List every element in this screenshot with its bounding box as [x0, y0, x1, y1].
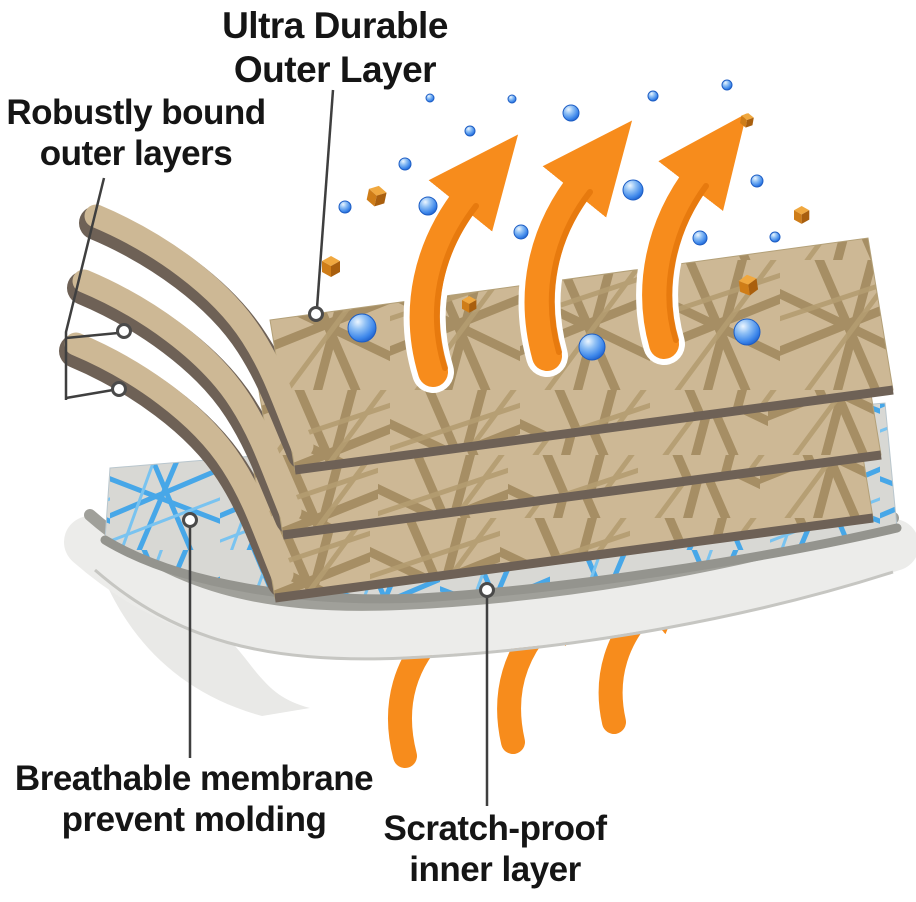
leader-dot-inner [479, 582, 495, 598]
leader-dots [111, 306, 495, 598]
membrane-front-edge [100, 523, 902, 604]
leader-lines [64, 89, 489, 806]
leader-dot-outer [308, 306, 324, 322]
label-inner-layer-line1: Scratch-proof [383, 809, 607, 848]
label-bound-layers-line2: outer layers [39, 134, 233, 174]
inner-layer-band [64, 516, 916, 658]
label-outer-layer-line1: Ultra Durable [222, 5, 448, 46]
label-bound-layers: Robustly bound outer layers [0, 92, 276, 175]
vapour-droplets [338, 79, 781, 361]
label-outer-layer: Ultra Durable Outer Layer [185, 4, 485, 91]
label-membrane: Breathable membrane prevent molding [0, 758, 394, 841]
label-inner-layer-line2: inner layer [409, 850, 581, 890]
leader-outer-layer [315, 89, 335, 309]
leader-bound-bottom [65, 388, 114, 400]
leader-bound-top [65, 331, 119, 340]
top-breathability-arrows [403, 99, 758, 393]
inner-layer-bottom-edge [94, 568, 894, 661]
leader-dot-membrane [182, 512, 198, 528]
label-membrane-line1: Breathable membrane [14, 759, 374, 798]
leader-dot-bound-2 [111, 381, 127, 397]
label-outer-layer-line2: Outer Layer [233, 48, 437, 90]
leader-bound-bracket [64, 177, 106, 400]
label-inner-layer: Scratch-proof inner layer [355, 808, 635, 891]
debris-cubes [322, 113, 810, 313]
leader-dot-bound-1 [116, 323, 132, 339]
label-membrane-line2: prevent molding [61, 800, 327, 840]
label-bound-layers-line1: Robustly bound [6, 93, 266, 132]
